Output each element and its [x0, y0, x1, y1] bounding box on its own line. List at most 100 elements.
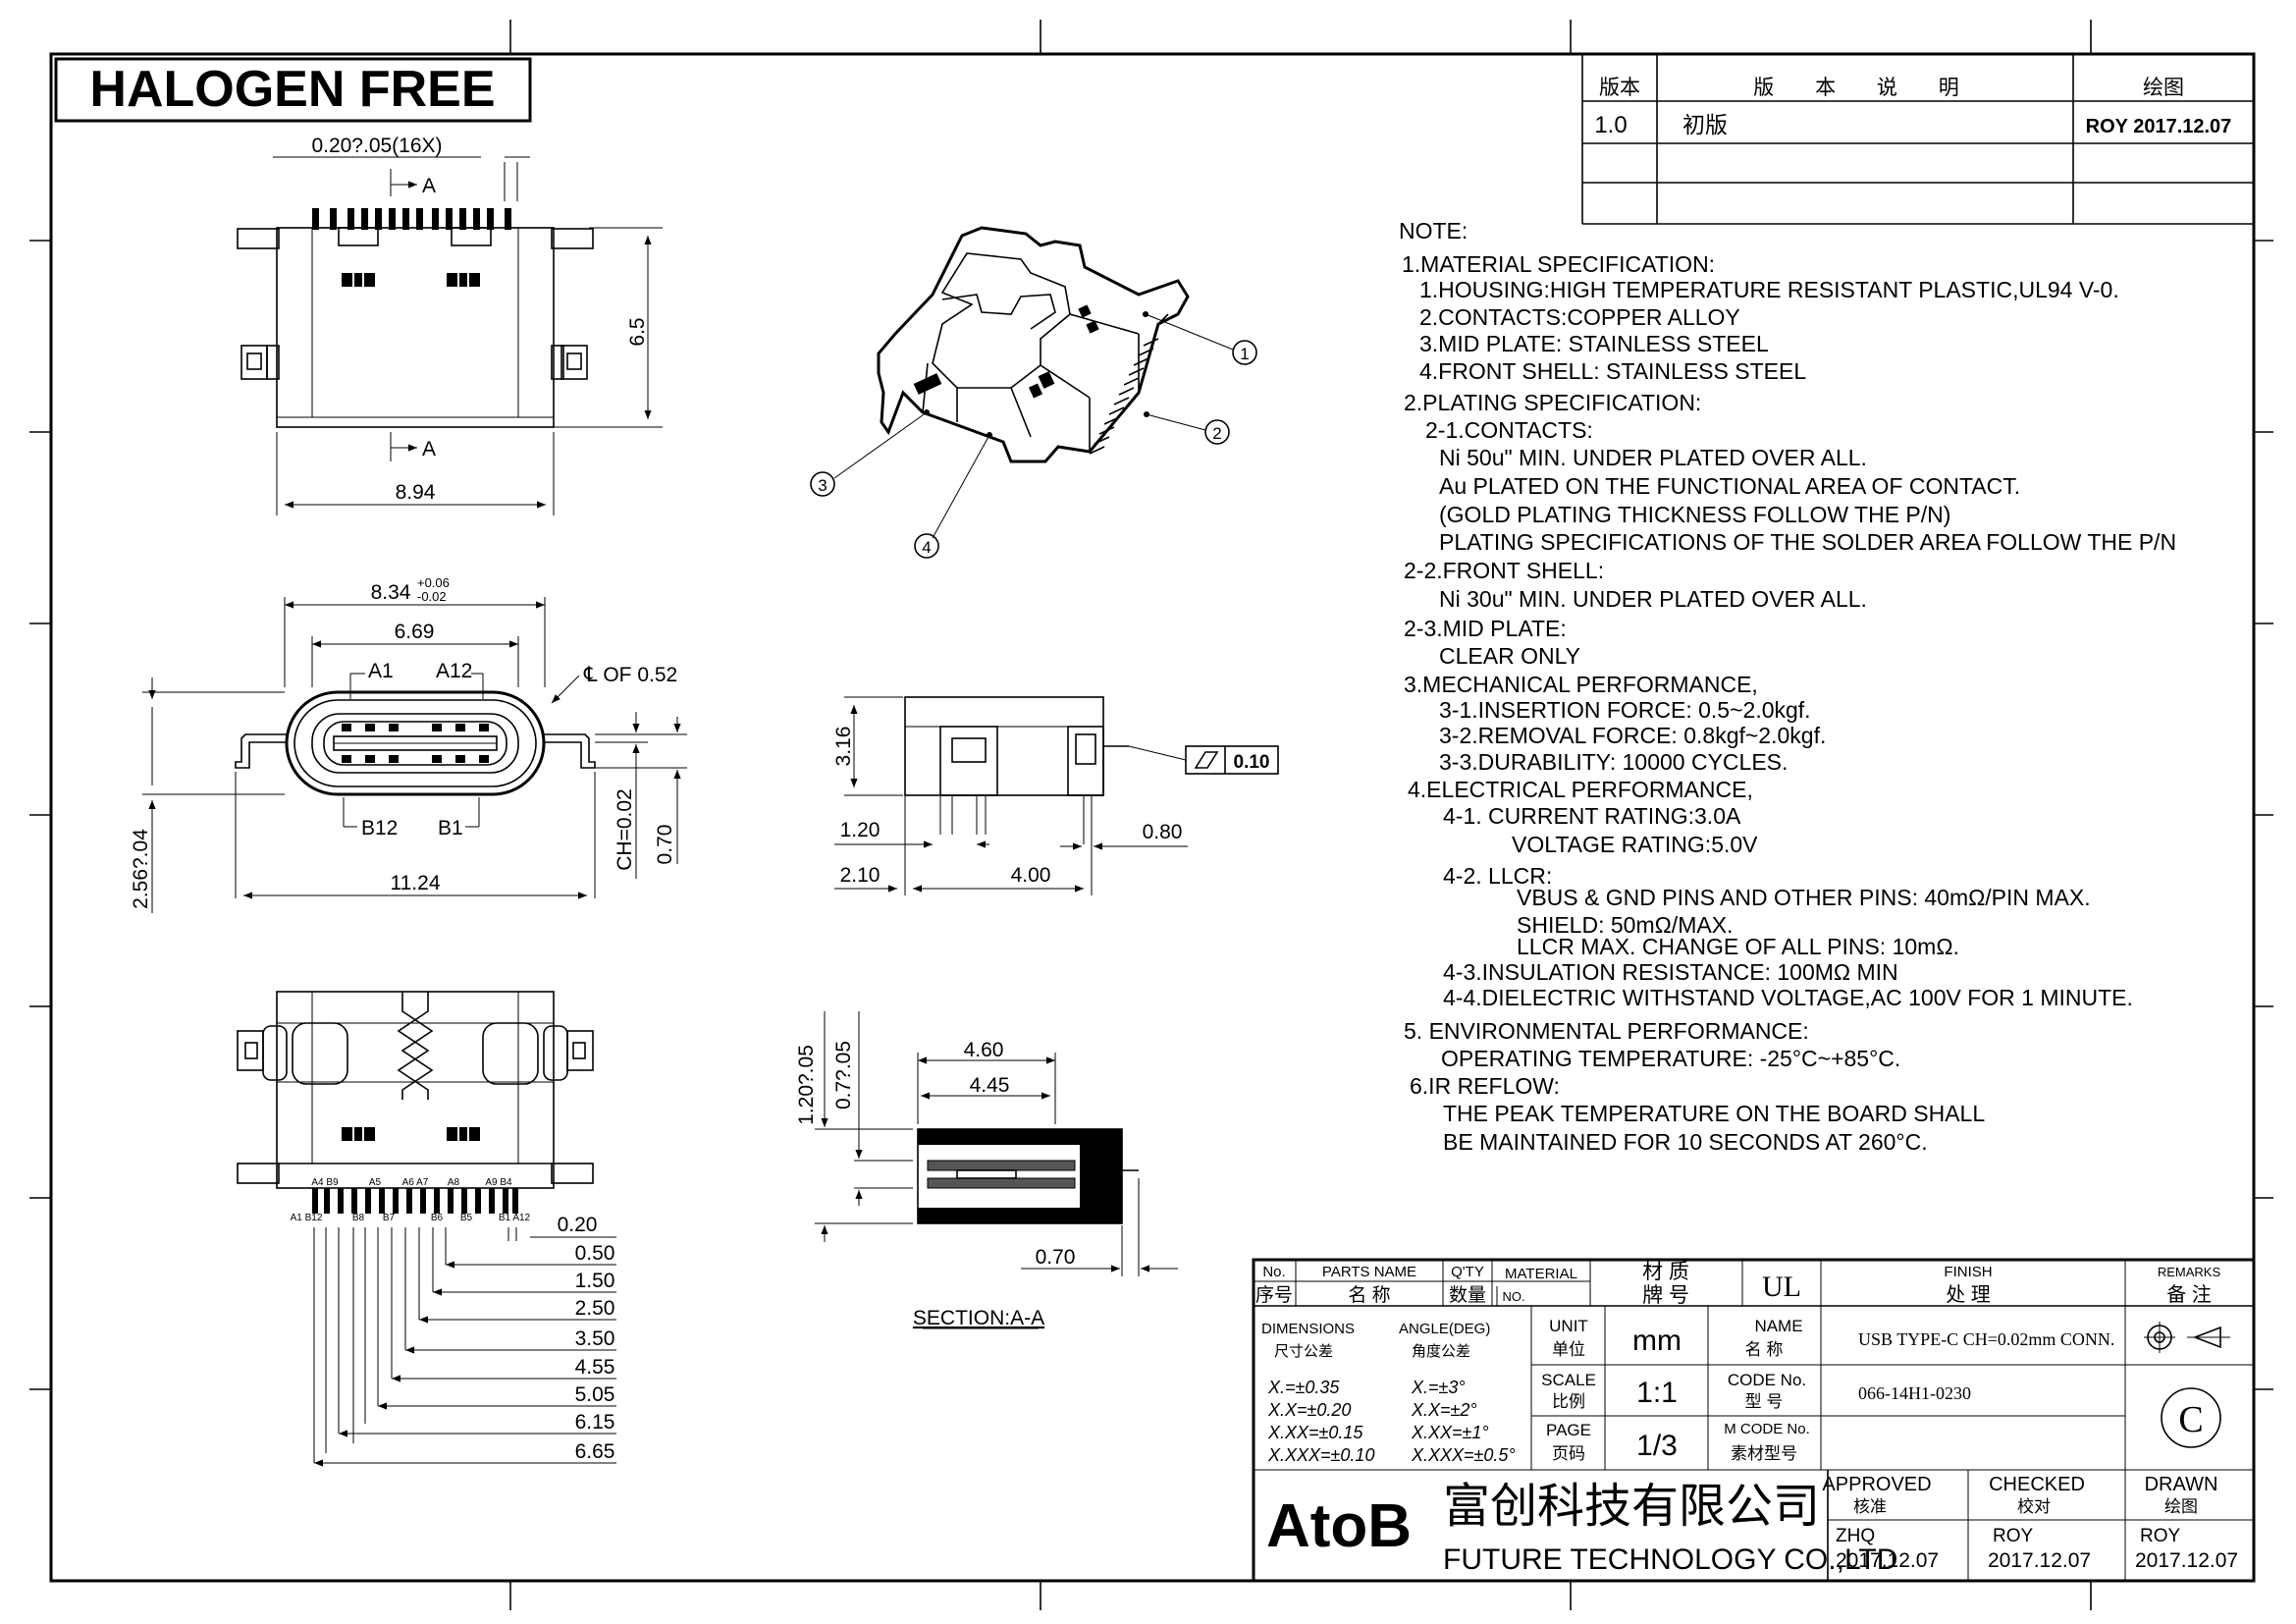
checked-by: ROY [1993, 1526, 2034, 1546]
svg-text:BE MAINTAINED FOR 10 SECONDS A: BE MAINTAINED FOR 10 SECONDS AT 260°C. [1443, 1129, 1928, 1155]
svg-text:2.50: 2.50 [575, 1297, 615, 1320]
drawn-by: ROY [2140, 1526, 2181, 1546]
pin-a12-label: A12 [436, 660, 472, 682]
svg-text:2-1.CONTACTS:: 2-1.CONTACTS: [1425, 417, 1593, 443]
callout-4: 4 [922, 538, 931, 557]
svg-text:X.=±3°: X.=±3° [1411, 1378, 1466, 1397]
svg-text:4.FRONT SHELL: STAINLESS STEEL: 4.FRONT SHELL: STAINLESS STEEL [1419, 358, 1806, 384]
outer-width-dim: 8.34 [371, 581, 411, 604]
svg-text:绘图: 绘图 [2164, 1497, 2198, 1516]
svg-text:VBUS & GND PINS AND OTHER PINS: VBUS & GND PINS AND OTHER PINS: 40mΩ/PIN… [1517, 885, 2091, 910]
inner-width-dim: 6.69 [395, 621, 435, 643]
svg-text:0.50: 0.50 [575, 1242, 615, 1265]
svg-text:单位: 单位 [1552, 1340, 1585, 1359]
section-width-4.60: 4.60 [964, 1039, 1004, 1061]
svg-text:Ni 30u" MIN. UNDER PLATED OVER: Ni 30u" MIN. UNDER PLATED OVER ALL. [1439, 586, 1867, 612]
svg-text:4.ELECTRICAL PERFORMANCE,: 4.ELECTRICAL PERFORMANCE, [1408, 777, 1753, 802]
svg-text:B5: B5 [460, 1213, 473, 1223]
halogen-free-banner: HALOGEN FREE [54, 57, 532, 123]
svg-text:CLEAR ONLY: CLEAR ONLY [1439, 643, 1580, 669]
desc-header: 版 本 说 明 [1753, 77, 1977, 99]
section-mark-bottom: A [422, 438, 436, 460]
svg-text:4-4.DIELECTRIC WITHSTAND VOLTA: 4-4.DIELECTRIC WITHSTAND VOLTAGE,AC 100V… [1443, 985, 2133, 1010]
side-dim-0.80: 0.80 [1143, 821, 1183, 843]
svg-text:4-3.INSULATION RESISTANCE: 100: 4-3.INSULATION RESISTANCE: 100MΩ MIN [1443, 959, 1898, 985]
svg-text:DRAWN: DRAWN [2145, 1474, 2218, 1495]
top-width-dim: 8.94 [396, 481, 436, 504]
svg-text:A5: A5 [369, 1177, 382, 1188]
svg-text:数量: 数量 [1449, 1284, 1486, 1306]
pin-dim-0.20: 0.20 [558, 1214, 598, 1236]
svg-text:4-1. CURRENT RATING:3.0A: 4-1. CURRENT RATING:3.0A [1443, 803, 1741, 829]
front-tail-dim: 0.70 [654, 825, 676, 865]
svg-text:6.IR REFLOW:: 6.IR REFLOW: [1410, 1073, 1560, 1099]
svg-text:X.XX=±1°: X.XX=±1° [1411, 1423, 1489, 1442]
svg-text:1.50: 1.50 [575, 1270, 615, 1292]
section-view: 4.60 4.45 1.20?.05 0.7?.05 0.70 SECTION:… [795, 1011, 1178, 1329]
svg-text:Ni 50u" MIN. UNDER PLATED OVER: Ni 50u" MIN. UNDER PLATED OVER ALL. [1439, 445, 1867, 470]
svg-text:6.65: 6.65 [575, 1440, 615, 1463]
isometric-view: 1 2 3 4 [810, 226, 1257, 559]
title-block: No. 序号 PARTS NAME 名 称 Q'TY 数量 MATERIAL N… [1252, 1258, 2256, 1583]
checked-date: 2017.12.07 [1988, 1549, 2091, 1572]
svg-text:2-2.FRONT SHELL:: 2-2.FRONT SHELL: [1404, 558, 1604, 583]
svg-text:比例: 比例 [1552, 1392, 1585, 1411]
ch-dim: CH=0.02 [614, 788, 636, 870]
svg-text:A9 B4: A9 B4 [485, 1177, 512, 1188]
svg-text:名 称: 名 称 [1348, 1284, 1390, 1306]
part-name-value: USB TYPE-C CH=0.02mm CONN. [1858, 1329, 2114, 1349]
flatness-tolerance: 0.10 [1234, 752, 1270, 773]
svg-text:PLATING SPECIFICATIONS OF THE: PLATING SPECIFICATIONS OF THE SOLDER ARE… [1439, 529, 2176, 555]
centerline-label: ℄ OF 0.52 [583, 664, 677, 686]
svg-text:2.CONTACTS:COPPER ALLOY: 2.CONTACTS:COPPER ALLOY [1419, 304, 1740, 330]
copyright-icon [2161, 1387, 2221, 1448]
svg-text:6.15: 6.15 [575, 1411, 615, 1434]
svg-text:THE PEAK TEMPERATURE ON THE BO: THE PEAK TEMPERATURE ON THE BOARD SHALL [1443, 1101, 1985, 1126]
company-name-en: FUTURE TECHNOLOGY CO.,LTD [1443, 1543, 1897, 1576]
svg-text:X.=±0.35: X.=±0.35 [1267, 1378, 1340, 1397]
svg-text:X.XXX=±0.5°: X.XXX=±0.5° [1411, 1445, 1516, 1465]
approved-date: 2017.12.07 [1836, 1549, 1939, 1572]
svg-text:备 注: 备 注 [2166, 1283, 2212, 1306]
drawn-date: 2017.12.07 [2135, 1549, 2238, 1572]
total-width-dim: 11.24 [391, 872, 441, 894]
svg-text:X.X=±2°: X.X=±2° [1411, 1400, 1477, 1420]
code-value: 066-14H1-0230 [1858, 1383, 1971, 1403]
svg-text:X.X=±0.20: X.X=±0.20 [1267, 1400, 1351, 1420]
side-view: 3.16 1.20 0.80 2.10 4.00 0.10 [832, 696, 1279, 895]
side-dim-2.10: 2.10 [840, 864, 881, 887]
svg-text:A1 B12: A1 B12 [291, 1213, 323, 1223]
top-height-dim: 6.5 [626, 317, 649, 346]
svg-text:校对: 校对 [2017, 1497, 2051, 1516]
company-logo: AtoB [1266, 1492, 1412, 1560]
svg-text:B1 A12: B1 A12 [499, 1213, 531, 1223]
section-height-0.7: 0.7?.05 [832, 1041, 855, 1110]
svg-text:3.MECHANICAL PERFORMANCE,: 3.MECHANICAL PERFORMANCE, [1404, 672, 1758, 697]
desc-value: 初版 [1682, 112, 1728, 137]
svg-text:型 号: 型 号 [1745, 1392, 1784, 1411]
side-dim-1.20: 1.20 [840, 819, 881, 841]
company-name-cn: 富创科技有限公司 [1443, 1479, 1820, 1534]
svg-text:1.MATERIAL SPECIFICATION:: 1.MATERIAL SPECIFICATION: [1402, 251, 1715, 277]
svg-text:核准: 核准 [1853, 1497, 1887, 1516]
side-height-dim: 3.16 [832, 727, 855, 767]
svg-text:处 理: 处 理 [1946, 1283, 1991, 1306]
svg-text:ANGLE(DEG): ANGLE(DEG) [1399, 1321, 1490, 1337]
bottom-view: A4 B9 A5 A6 A7 A8 A9 B4 A1 B12 B8 B7 B6 … [237, 991, 616, 1467]
svg-text:SCALE: SCALE [1541, 1371, 1596, 1389]
svg-text:X.XXX=±0.10: X.XXX=±0.10 [1267, 1445, 1374, 1465]
side-dim-4.00: 4.00 [1011, 864, 1051, 887]
svg-text:材 质: 材 质 [1642, 1261, 1689, 1283]
callout-2: 2 [1212, 424, 1221, 443]
section-mark-top: A [422, 175, 436, 197]
approved-by: ZHQ [1836, 1526, 1875, 1546]
svg-text:3-1.INSERTION FORCE: 0.5~2.0kg: 3-1.INSERTION FORCE: 0.5~2.0kgf. [1439, 697, 1811, 723]
svg-text:3-2.REMOVAL FORCE: 0.8kgf~2.0k: 3-2.REMOVAL FORCE: 0.8kgf~2.0kgf. [1439, 723, 1826, 748]
svg-text:A6 A7: A6 A7 [402, 1177, 429, 1188]
svg-text:1.HOUSING:HIGH TEMPERATURE RES: 1.HOUSING:HIGH TEMPERATURE RESISTANT PLA… [1419, 277, 2119, 302]
svg-text:页码: 页码 [1552, 1444, 1585, 1463]
svg-text:DIMENSIONS: DIMENSIONS [1261, 1321, 1355, 1337]
section-height-1.20: 1.20?.05 [795, 1045, 818, 1125]
svg-text:序号: 序号 [1255, 1284, 1293, 1306]
